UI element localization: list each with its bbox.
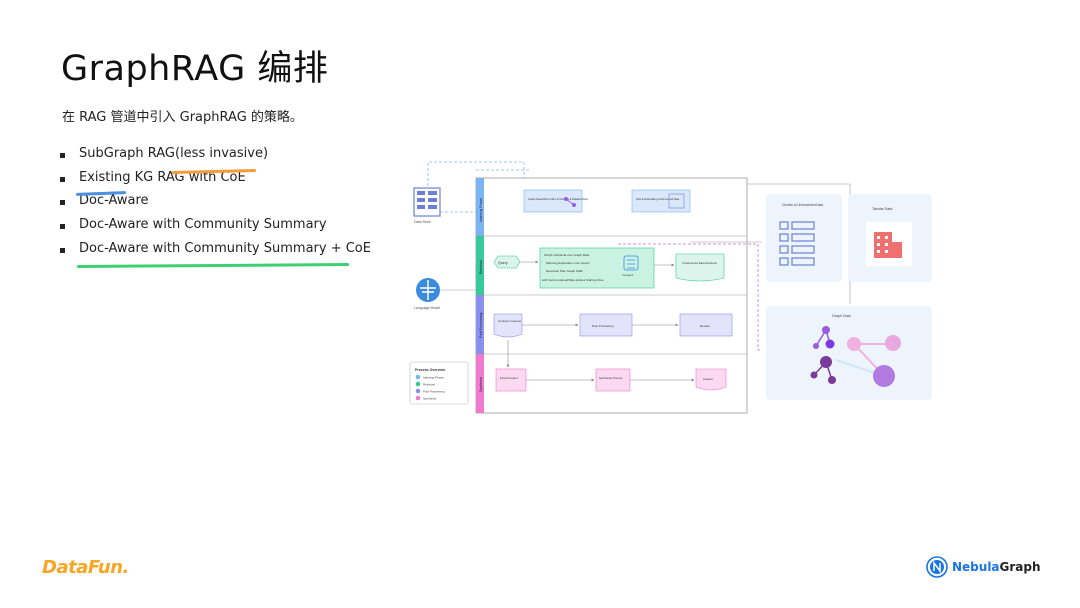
list-item: Doc-Aware with Community Summary: [60, 217, 371, 241]
tool-agent-label: Tool-agent: [622, 274, 633, 277]
final-context-label: Final Context: [500, 376, 518, 380]
lane-label: Synthesis: [479, 377, 483, 392]
list-item: Existing KG RAG with CoE: [60, 170, 371, 194]
building-icon: [874, 232, 902, 258]
datafun-logo-text: DataFun.: [42, 556, 129, 578]
graph-index-label: Graph-based/KGs Index for Entities & Rel…: [528, 197, 588, 201]
tabular-label: Tabular Data: [872, 207, 892, 211]
lane-synthesis-bar: [476, 354, 484, 413]
page-title: GraphRAG 编排: [61, 49, 329, 89]
legend-title: Process Overview: [415, 368, 445, 372]
lane-label: Post Processing: [479, 313, 483, 338]
synthesis-prompt-box: [595, 368, 631, 392]
nebulagraph-icon: [926, 556, 948, 578]
graph-data-panel: [766, 306, 932, 400]
chunks-label: Chunks of Unstructured Data: [782, 203, 823, 207]
list-item: Doc-Aware: [60, 193, 371, 217]
legend-dot: [415, 381, 421, 387]
data-store-label: Data Store: [414, 220, 431, 224]
context-pieces-box: [493, 313, 523, 338]
rerank-label: Rerank: [700, 324, 710, 328]
nebulagraph-text-prefix: Nebula: [952, 560, 1000, 574]
kgqa-step: Planning Exploration over Graph: [546, 261, 590, 265]
legend-label: Post Processing: [423, 390, 445, 394]
lane-retrieval-bar: [476, 236, 484, 295]
legend-dot: [415, 374, 421, 380]
legend-box: [409, 361, 469, 405]
unstructured-retrieval-label: Unstructured Data Retrieval: [682, 261, 717, 265]
graph-data-label: Graph Data: [832, 314, 851, 318]
lane-label: Indexing Phase: [479, 198, 483, 222]
query-label: Query: [498, 261, 508, 265]
kgqa-step: Execution Plan Graph Walk: [546, 269, 583, 273]
graph-index-box: [523, 189, 583, 213]
unstructured-retrieval-box: [675, 253, 725, 282]
legend-dot: [415, 395, 421, 401]
synthesis-prompt-label: Synthesis Prompt: [599, 376, 623, 380]
lane-post-bar: [476, 295, 484, 354]
legend-label: Indexing Phase: [423, 376, 444, 380]
kgqa-step: with Vector-indexed/Map-indices Starting…: [542, 278, 604, 282]
context-pieces-label: Context in pieces: [498, 319, 522, 323]
lane-label: Retrieval: [479, 260, 483, 274]
answer-label: Answer: [703, 377, 713, 381]
legend-label: Retrieval: [423, 383, 435, 387]
answer-box: [695, 368, 727, 391]
rerank-box: [679, 313, 733, 337]
final-context-box: [495, 368, 527, 392]
strategy-list: SubGraph RAG(less invasive) Existing KG …: [60, 146, 371, 264]
list-item: SubGraph RAG(less invasive): [60, 146, 371, 170]
graph-network-icon: [810, 326, 901, 387]
chunks-icon: [779, 221, 815, 266]
lane-indexing-bar: [476, 178, 484, 236]
graphrag-architecture-diagram: Data Store Language Model Process Overvi…: [406, 150, 936, 420]
nebulagraph-logo: NebulaGraph: [926, 556, 1041, 578]
data-store-icon: [413, 187, 441, 217]
list-item: Doc-Aware with Community Summary + CoE: [60, 241, 371, 265]
kgqa-step: KGQA: Retrieval over Graph Data: [544, 253, 590, 257]
post-processing-label: Post Processing: [592, 324, 614, 328]
green-highlight-stroke: [76, 263, 350, 268]
tool-agent-icon: [623, 255, 639, 271]
datafun-logo: DataFun.: [42, 555, 129, 579]
nebulagraph-text-suffix: Graph: [999, 560, 1041, 574]
language-model-label: Language Model: [414, 306, 440, 310]
brain-icon: [416, 278, 440, 302]
split-embedding-label: Split & Embedding Unstructured Data: [636, 197, 680, 201]
page-subtitle: 在 RAG 管道中引入 GraphRAG 的策略。: [62, 110, 303, 125]
chunks-panel: [766, 194, 842, 282]
legend-dot: [415, 388, 421, 394]
legend-label: Synthesis: [423, 397, 437, 401]
split-embedding-box: [631, 189, 691, 213]
